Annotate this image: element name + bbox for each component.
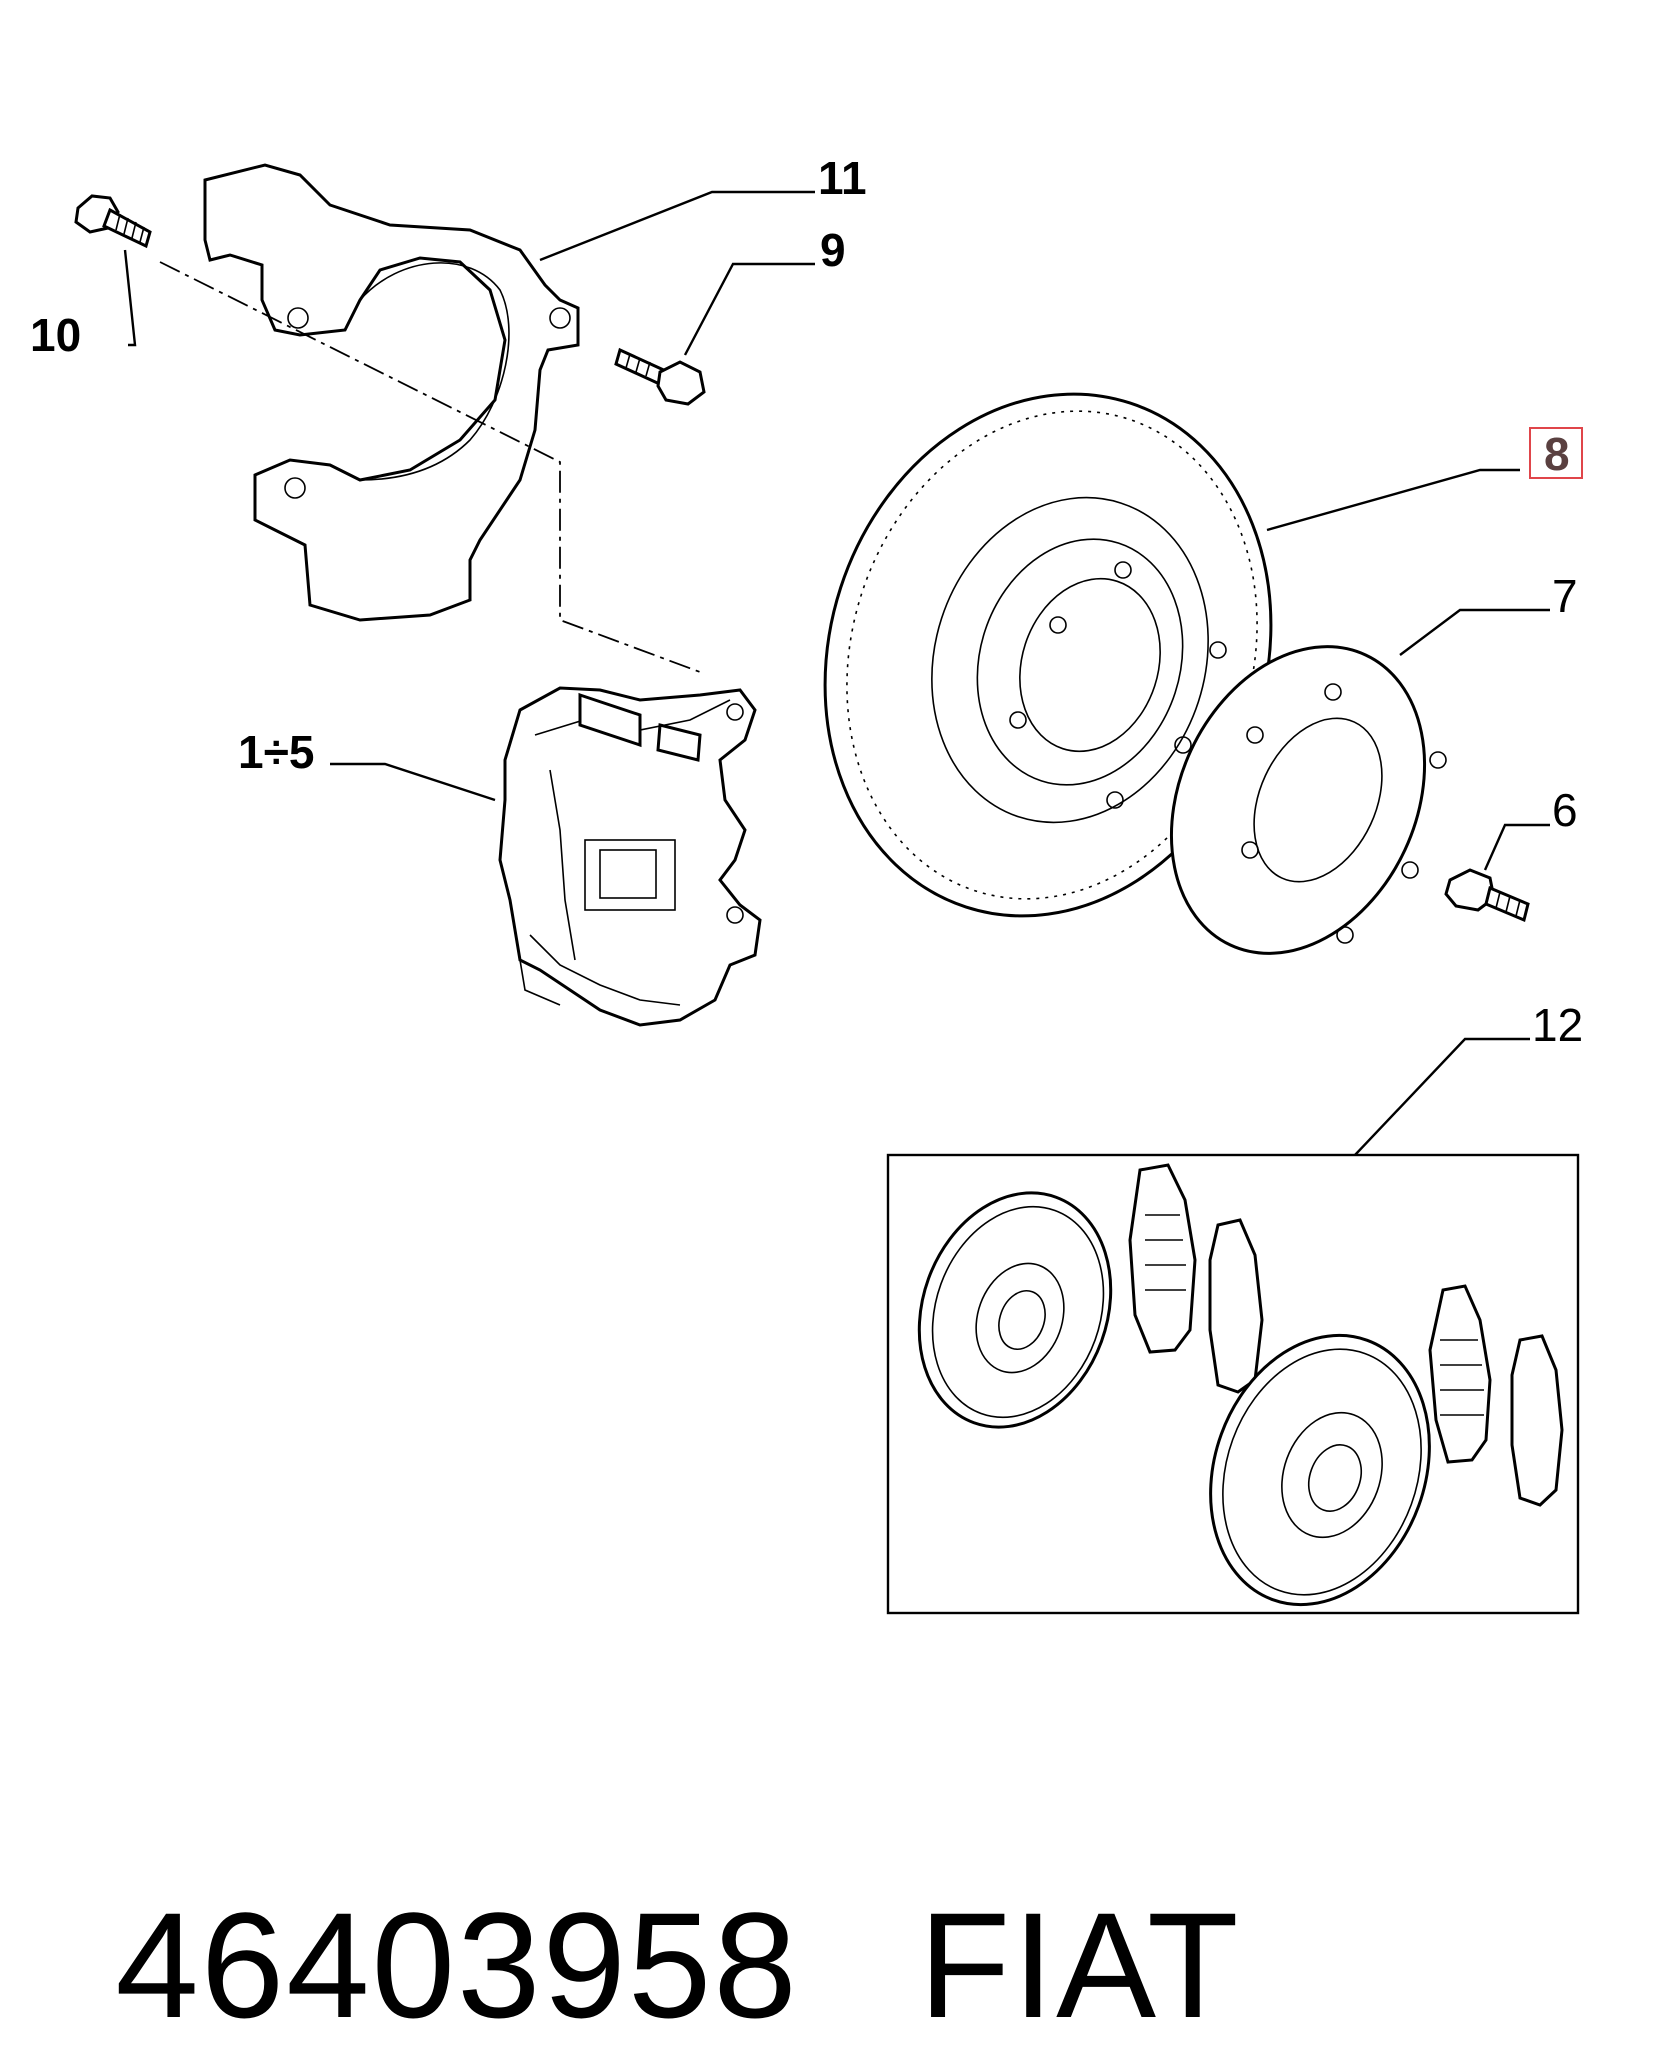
- callout-1-5: 1÷5: [238, 726, 314, 778]
- callout-10: 10: [30, 309, 81, 361]
- bolt-10-part: [74, 194, 152, 249]
- caliper-part: [498, 686, 762, 1027]
- brand-name: FIAT: [918, 1881, 1241, 2049]
- brake-assembly-diagram: 11 9 10 1÷5 8 7 6 12: [30, 152, 1583, 1615]
- callout-12: 12: [1532, 999, 1583, 1051]
- kit-box-frame: [886, 1153, 1580, 1615]
- callout-9: 9: [820, 224, 846, 276]
- hub-ring-part: [1169, 645, 1447, 955]
- part-number: 46403958: [115, 1881, 799, 2049]
- bolt-6-part: [1444, 868, 1530, 923]
- dust-shield-part: [203, 163, 580, 622]
- callout-7: 7: [1552, 570, 1578, 622]
- callout-8-highlight-box: [1529, 427, 1583, 479]
- bolt-9-part: [614, 347, 706, 406]
- kit-contents-part: [917, 1163, 1564, 1607]
- callout-6: 6: [1552, 784, 1578, 836]
- callout-8: 8: [1544, 428, 1570, 480]
- callout-11: 11: [818, 152, 867, 204]
- leader-lines: [123, 190, 1550, 1156]
